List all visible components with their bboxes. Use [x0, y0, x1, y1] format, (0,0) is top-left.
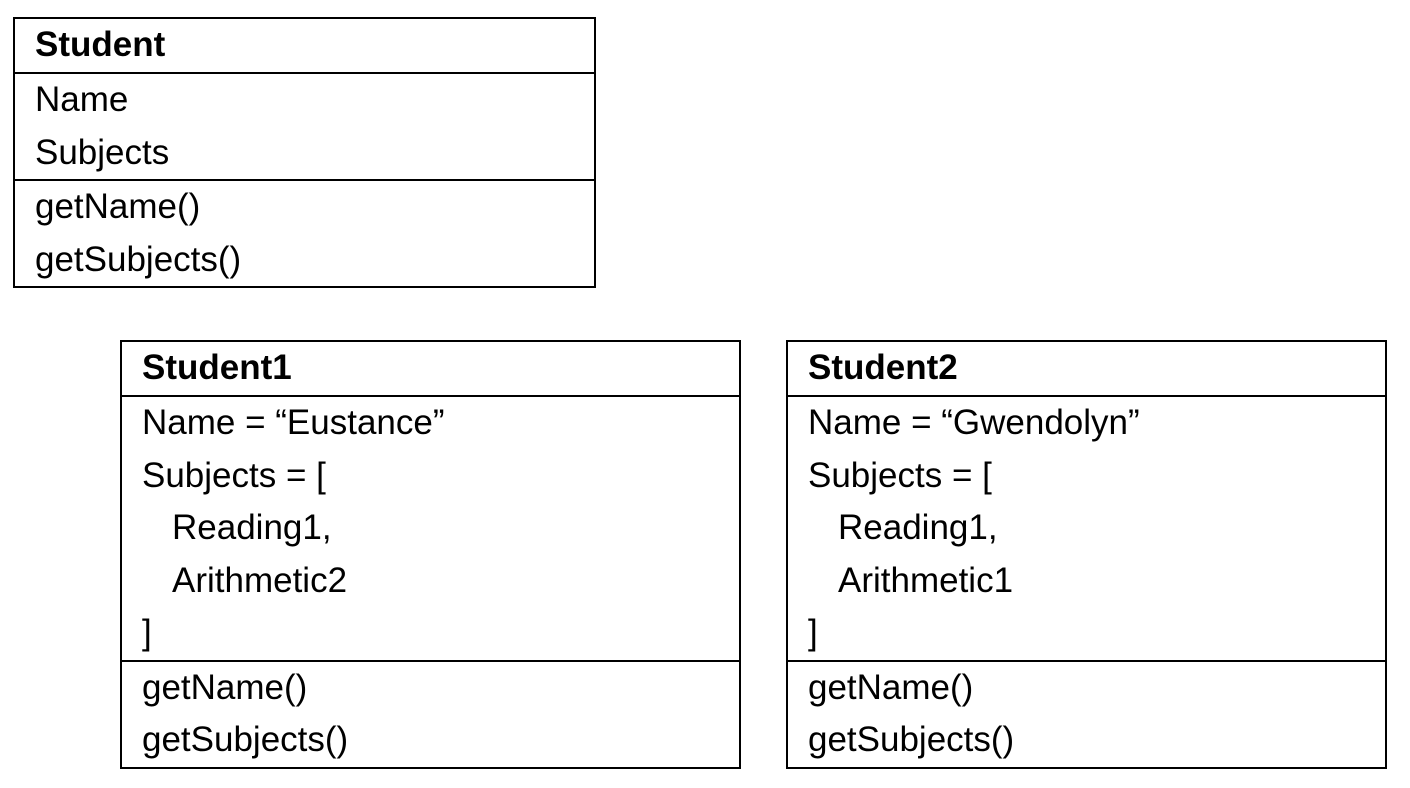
- object2-name-value: Name = “Gwendolyn”: [808, 403, 1140, 442]
- object2-subject-item: Arithmetic1: [838, 560, 1014, 600]
- object2-method-getname: getName(): [808, 667, 974, 707]
- object2-title: Student2: [808, 348, 958, 387]
- object1-method-getsubjects: getSubjects(): [142, 720, 349, 759]
- class-title: Student: [35, 25, 166, 64]
- object2-methods-section: getName() getSubjects(): [788, 659, 1385, 767]
- class-attribute-name: Name: [35, 80, 129, 119]
- object1-subject-item: Arithmetic2: [172, 560, 348, 600]
- class-method-getname: getName(): [35, 187, 201, 226]
- object1-method-getname: getName(): [142, 667, 308, 707]
- object1-subjects-close: ]: [142, 613, 152, 652]
- object1-subject-item: Reading1,: [172, 508, 332, 547]
- object2-attributes-section: Name = “Gwendolyn” Subjects = [ Reading1…: [788, 395, 1385, 660]
- object2-subjects-open: Subjects = [: [808, 455, 992, 495]
- object2-subjects-close: ]: [808, 613, 818, 652]
- object2-subject-item: Reading1,: [838, 508, 998, 547]
- class-method-getsubjects: getSubjects(): [35, 239, 242, 279]
- class-methods-section: getName() getSubjects(): [15, 179, 594, 286]
- class-attribute-subjects: Subjects: [35, 132, 170, 172]
- object1-subjects-open: Subjects = [: [142, 455, 326, 495]
- object1-name-value: Name = “Eustance”: [142, 403, 445, 442]
- object1-attributes-section: Name = “Eustance” Subjects = [ Reading1,…: [122, 395, 739, 660]
- student1-object-box: Student1 Name = “Eustance” Subjects = [ …: [120, 340, 741, 769]
- class-attributes-section: Name Subjects: [15, 72, 594, 179]
- object1-methods-section: getName() getSubjects(): [122, 659, 739, 767]
- student-class-box: Student Name Subjects getName() getSubje…: [13, 17, 596, 288]
- student2-object-box: Student2 Name = “Gwendolyn” Subjects = […: [786, 340, 1387, 769]
- object2-method-getsubjects: getSubjects(): [808, 720, 1015, 759]
- object1-title: Student1: [142, 348, 292, 387]
